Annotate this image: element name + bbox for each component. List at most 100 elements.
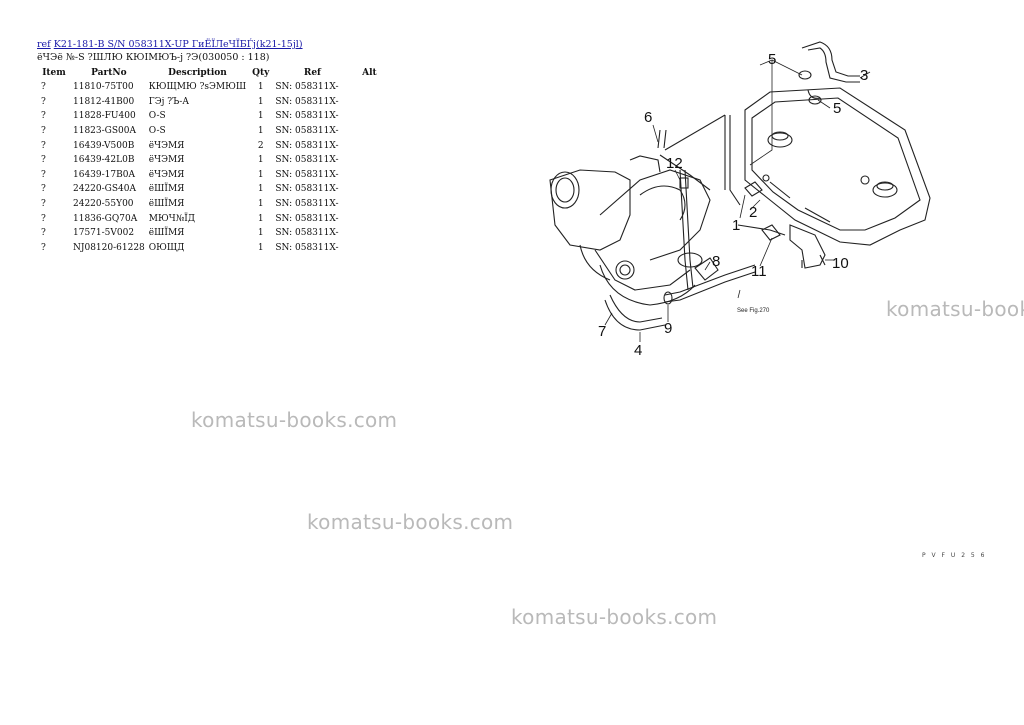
cell-partno: NJ08120-61228 — [73, 242, 145, 253]
cell-description: ёШЇМЯ — [148, 199, 185, 210]
cell-description: O-S — [148, 111, 166, 122]
ref-link[interactable]: ref — [37, 39, 51, 50]
cell-alt — [351, 138, 387, 153]
cell-item: ? — [41, 213, 46, 224]
cell-item: ? — [41, 199, 46, 210]
cell-item: ? — [41, 96, 46, 107]
callout-2: 2 — [749, 204, 757, 221]
col-item: Item — [42, 68, 66, 78]
cell-partno: 11823-GS00A — [73, 126, 136, 137]
cell-ref: SN: 058311X- — [275, 169, 339, 180]
cell-item: ? — [41, 126, 46, 137]
cell-description: КЮЩМЮ ?sЭМЮШ — [148, 82, 247, 93]
model-title-link[interactable]: K21-181-B S/N 058311X-UP ГиЁЇЛеЧЇБЃj(k21… — [53, 39, 303, 50]
col-qty: Qty — [252, 68, 270, 78]
cell-qty: 1 — [257, 213, 264, 224]
cell-description: ОЮЩД — [148, 242, 185, 253]
table-row: ? 11812-41B00 ГЭj ?Ъ-А 1 SN: 058311X- — [37, 95, 387, 110]
cell-ref: SN: 058311X- — [275, 111, 339, 122]
cell-item: ? — [41, 140, 46, 151]
cell-qty: 1 — [257, 82, 264, 93]
table-row: ? 24220-55Y00 ёШЇМЯ 1 SN: 058311X- — [37, 197, 387, 212]
watermark: komatsu-books.com — [511, 605, 718, 629]
cell-ref: SN: 058311X- — [275, 96, 339, 107]
cell-qty: 2 — [257, 140, 264, 151]
cell-description: ёЧЭМЯ — [148, 169, 185, 180]
breather-pipe — [657, 114, 786, 291]
cell-description: ёЧЭМЯ — [148, 155, 185, 166]
cell-qty: 1 — [257, 126, 264, 137]
table-row: ? 11836-GQ70A МЮЧ№ЇД 1 SN: 058311X- — [37, 211, 387, 226]
intake-manifold — [549, 155, 711, 306]
cell-partno: 11812-41B00 — [73, 96, 135, 107]
table-row: ? 11810-75T00 КЮЩМЮ ?sЭМЮШ 1 SN: 058311X- — [37, 80, 387, 95]
cell-ref: SN: 058311X- — [275, 82, 339, 93]
cell-alt — [351, 80, 387, 95]
watermark: komatsu-books.com — [307, 510, 514, 534]
watermark: komatsu-books.com — [191, 408, 398, 432]
cell-item: ? — [41, 82, 46, 93]
cell-qty: 1 — [257, 199, 264, 210]
cell-alt — [351, 168, 387, 183]
diagram-code: P V F U 2 5 6 — [922, 552, 987, 559]
table-row: ? 11828-FU400 O-S 1 SN: 058311X- — [37, 109, 387, 124]
cell-description: ёШЇМЯ — [148, 184, 185, 195]
cell-item: ? — [41, 111, 46, 122]
cell-partno: 11828-FU400 — [73, 111, 136, 122]
cell-partno: 24220-GS40A — [73, 184, 136, 195]
fittings — [694, 174, 826, 281]
cell-ref: SN: 058311X- — [275, 140, 339, 151]
col-alt: Alt — [362, 68, 377, 78]
cell-item: ? — [41, 242, 46, 253]
valve-cover — [744, 87, 931, 246]
cell-description: ГЭj ?Ъ-А — [148, 96, 190, 107]
see-figure-note: See Fig.270 — [737, 308, 770, 314]
cell-item: ? — [41, 155, 46, 166]
callout-10: 10 — [832, 255, 849, 272]
cell-partno: 11810-75T00 — [73, 82, 134, 93]
callout-9: 9 — [664, 320, 672, 337]
cell-partno: 11836-GQ70A — [73, 213, 138, 224]
cell-item: ? — [41, 228, 46, 239]
callout-5b: 5 — [833, 100, 841, 117]
cell-alt — [351, 95, 387, 110]
cell-partno: 17571-5V002 — [73, 228, 135, 239]
cell-description: ёЧЭМЯ — [148, 140, 185, 151]
callout-8: 8 — [712, 253, 720, 270]
callout-11: 11 — [751, 263, 767, 280]
cell-alt — [351, 211, 387, 226]
section-subtitle: ёЧЭё №-S ?ШЛЮ КЮІМЮЪ-j ?Э(030050 : 118) — [37, 52, 270, 63]
cell-qty: 1 — [257, 242, 264, 253]
cell-ref: SN: 058311X- — [275, 155, 339, 166]
cell-alt — [351, 226, 387, 241]
cell-description: МЮЧ№ЇД — [148, 213, 196, 224]
callout-3: 3 — [860, 67, 868, 84]
cell-ref: SN: 058311X- — [275, 184, 339, 195]
cell-alt — [351, 109, 387, 124]
cell-qty: 1 — [257, 169, 264, 180]
parts-table: Item PartNo Description Qty Ref Alt ?118… — [37, 66, 387, 255]
page-header: ref K21-181-B S/N 058311X-UP ГиЁЇЛеЧЇБЃj… — [37, 39, 303, 51]
col-ref: Ref — [303, 68, 321, 78]
cell-description: O-S — [148, 126, 166, 137]
cell-alt — [351, 153, 387, 168]
callout-7: 7 — [598, 323, 606, 340]
cell-item: ? — [41, 169, 46, 180]
cell-partno: 16439-42L0B — [73, 155, 135, 166]
cell-description: ёШЇМЯ — [148, 228, 185, 239]
cell-partno: 24220-55Y00 — [73, 199, 134, 210]
cell-qty: 1 — [257, 184, 264, 195]
hose-3 — [798, 41, 860, 105]
cell-ref: SN: 058311X- — [275, 199, 339, 210]
cell-ref: SN: 058311X- — [275, 213, 339, 224]
cell-qty: 1 — [257, 96, 264, 107]
cell-ref: SN: 058311X- — [275, 228, 339, 239]
cell-qty: 1 — [257, 111, 264, 122]
cell-alt — [351, 241, 387, 256]
cell-alt — [351, 197, 387, 212]
cell-alt — [351, 182, 387, 197]
